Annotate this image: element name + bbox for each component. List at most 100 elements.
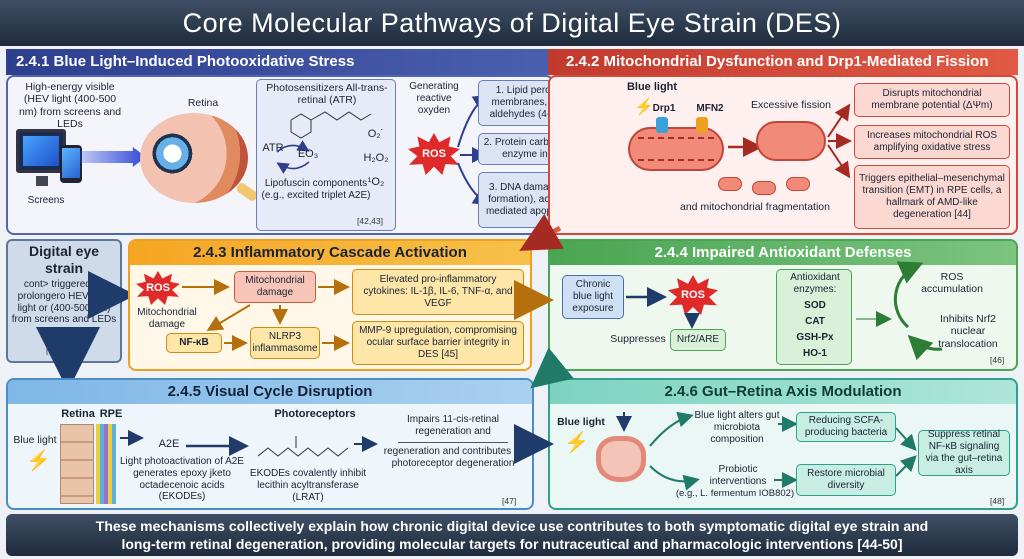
blue-light-label: Blue light: [13, 434, 57, 446]
summary-footer: These mechanisms collectively explain ho…: [6, 514, 1018, 556]
cytokines-box: Elevated pro-inflammatory cytokines: IL-…: [352, 269, 524, 315]
tablet-icon: [60, 145, 82, 183]
blue-light-label: Blue light: [557, 416, 605, 428]
panel-blue-light-photooxidative: High-energy visible (HEV light (400-500 …: [6, 75, 554, 235]
nrf2-box: Nrf2/ARE: [670, 329, 726, 351]
intestine-icon: [596, 436, 646, 482]
fragment-icon: [752, 181, 776, 195]
drp1-protein-icon: [656, 117, 668, 133]
photosensitizer-box: Photosensitizers All-trans-retinal (ATR)…: [256, 79, 396, 231]
enzyme-gshpx: GSH-Px: [796, 332, 834, 343]
regeneration-text: regeneration and contributes to photorec…: [383, 446, 523, 469]
mmp9-box: MMP-9 upregulation, compromising ocular …: [352, 321, 524, 365]
section-242-header: 2.4.2 Mitochondrial Dysfunction and Drp1…: [548, 49, 1018, 75]
section-244-header: 2.4.4 Impaired Antioxidant Defenses: [550, 241, 1016, 265]
enzyme-ho1: HO-1: [803, 348, 827, 359]
ekodes-text: EKODEs covalently inhibit lecithin acylt…: [249, 468, 367, 503]
blue-light-beam: [80, 147, 146, 167]
screens-label: Screens: [27, 195, 65, 206]
suppress-nfkb-box: Suppress retinal NF-κB signaling via the…: [918, 429, 1010, 476]
enzyme-sod: SOD: [804, 300, 826, 311]
singlet-oxygen-label: ¹O₂: [367, 176, 385, 188]
lipofuscin-label: Lipofuscin components (e.g., excited tri…: [261, 178, 371, 201]
photosensitizer-title: Photosensitizers All-trans-retinal (ATR): [266, 82, 388, 107]
ref-lipofuscin: [42,43]: [357, 216, 383, 226]
eo3-label: EO₃: [297, 148, 319, 160]
antioxidant-arrows: [626, 261, 943, 361]
mitochondrion-icon: [628, 127, 724, 171]
a2e-label: A2E: [158, 438, 180, 450]
probiotic-example: (e.g., L. fermentum IOB802): [675, 488, 795, 499]
fragmentation-label: and mitochondrial fragmentation: [679, 201, 830, 213]
impairs-regen-text: Impairs 11-cis-retinal regeneration and: [406, 414, 500, 437]
generating-ros-label: Generating reactive oxyden: [409, 81, 459, 116]
lightning-icon: ⚡: [564, 432, 589, 454]
h2o2-label: H₂O₂: [363, 152, 389, 164]
gut-retina-arrows: [616, 411, 917, 491]
enzymes-title: Antioxidant enzymes:: [790, 272, 840, 295]
des-down-arrow: [36, 327, 100, 391]
section-241-header: 2.4.1 Blue Light–Induced Photooxidative …: [6, 49, 554, 75]
mito-damage-label: Mitochondrial damage: [137, 307, 197, 330]
scfa-box: Reducing SCFA-producing bacteria: [796, 412, 896, 442]
fission-arrow: [728, 137, 763, 157]
a2e-photoactivation-text: Light photoactivation of A2E generates e…: [120, 456, 244, 503]
lightning-icon: ⚡: [26, 450, 51, 472]
photoreceptors-label: Photoreceptors: [274, 408, 356, 420]
ros-accumulation-label: ROS accumulation: [921, 271, 983, 296]
des-text: cont> triggered by prolongero HEV blue l…: [11, 279, 117, 326]
a2e-arrow: [186, 436, 249, 456]
hev-label: High-energy visible (HEV light (400-500 …: [18, 81, 122, 131]
panel-mitochondrial-dysfunction: Blue light ⚡ Drp1 MFN2 Excessive fission…: [548, 75, 1018, 235]
divider: [398, 442, 508, 443]
panel-inflammatory-cascade: 2.4.3 Inflammatory Cascade Activation RO…: [128, 239, 532, 371]
summary-line-1: These mechanisms collectively explain ho…: [95, 518, 929, 534]
atr-molecule-diagram: [276, 111, 372, 174]
restore-diversity-box: Restore microbial diversity: [796, 464, 896, 496]
monitor-icon: [16, 129, 66, 173]
panel-antioxidant-defenses: 2.4.4 Impaired Antioxidant Defenses Chro…: [548, 239, 1018, 371]
membrane-potential-box: Disrupts mitochondrial membrane potentia…: [854, 83, 1010, 117]
antioxidant-enzymes-box: Antioxidant enzymes: SOD CAT GSH-Px HO-1: [776, 269, 852, 365]
fragment-icon: [786, 177, 810, 191]
inflammation-arrows: [182, 279, 350, 351]
chronic-exposure-box: Chronic blue light exposure: [562, 275, 624, 319]
retina-label: Retina: [61, 408, 95, 420]
panel-gut-retina-axis: 2.4.6 Gut–Retina Axis Modulation Blue li…: [548, 378, 1018, 510]
probiotic-text: Probiotic interventions: [709, 464, 767, 487]
fragment-icon: [718, 177, 742, 191]
des-title: Digital eye strain: [28, 243, 100, 276]
mfn2-label: MFN2: [696, 103, 724, 114]
mito-damage-box: Mitochondrial damage: [234, 271, 316, 303]
blue-light-label: Blue light: [626, 81, 678, 93]
summary-line-2: long-term retinal degeneration, providin…: [121, 536, 903, 552]
retina-tissue-icon: [60, 424, 94, 504]
monitor-stand-icon: [36, 176, 48, 186]
section-246-header: 2.4.6 Gut–Retina Axis Modulation: [550, 380, 1016, 404]
des-right-arrow: [88, 271, 136, 319]
superoxide-label: O₂˙: [367, 128, 385, 140]
ref-244: [46]: [990, 355, 1005, 365]
outcome-arrows: [827, 103, 852, 179]
suppresses-label: Suppresses: [610, 333, 666, 345]
retina-label: Retina: [187, 97, 219, 109]
rpe-label: RPE: [99, 408, 123, 420]
ekode-molecule-diagram: [257, 436, 349, 457]
ekode-arrow: [354, 436, 378, 452]
drp1-label: Drp1: [652, 103, 676, 114]
nfkb-box: NF-κB: [166, 333, 222, 353]
photoreceptor-cells-icon: [96, 424, 116, 504]
panel-visual-cycle-disruption: 2.4.5 Visual Cycle Disruption Retina RPE…: [6, 378, 534, 510]
ref-245: [47]: [502, 496, 517, 506]
section-243-header: 2.4.3 Inflammatory Cascade Activation: [130, 241, 530, 265]
enzyme-cat: CAT: [805, 316, 825, 327]
section-245-header: 2.4.5 Visual Cycle Disruption: [8, 380, 532, 404]
nlrp3-box: NLRP3 inflammasome: [250, 327, 320, 359]
ref-246: [48]: [990, 496, 1005, 506]
photoreceptor-arrow: [120, 430, 144, 446]
emt-box: Triggers epithelial–mesenchymal transiti…: [854, 165, 1010, 229]
inhibits-nrf2-label: Inhibits Nrf2 nuclear translocation: [938, 313, 998, 350]
lightning-icon: ⚡: [634, 99, 654, 116]
fissioning-mitochondrion-icon: [756, 121, 826, 161]
